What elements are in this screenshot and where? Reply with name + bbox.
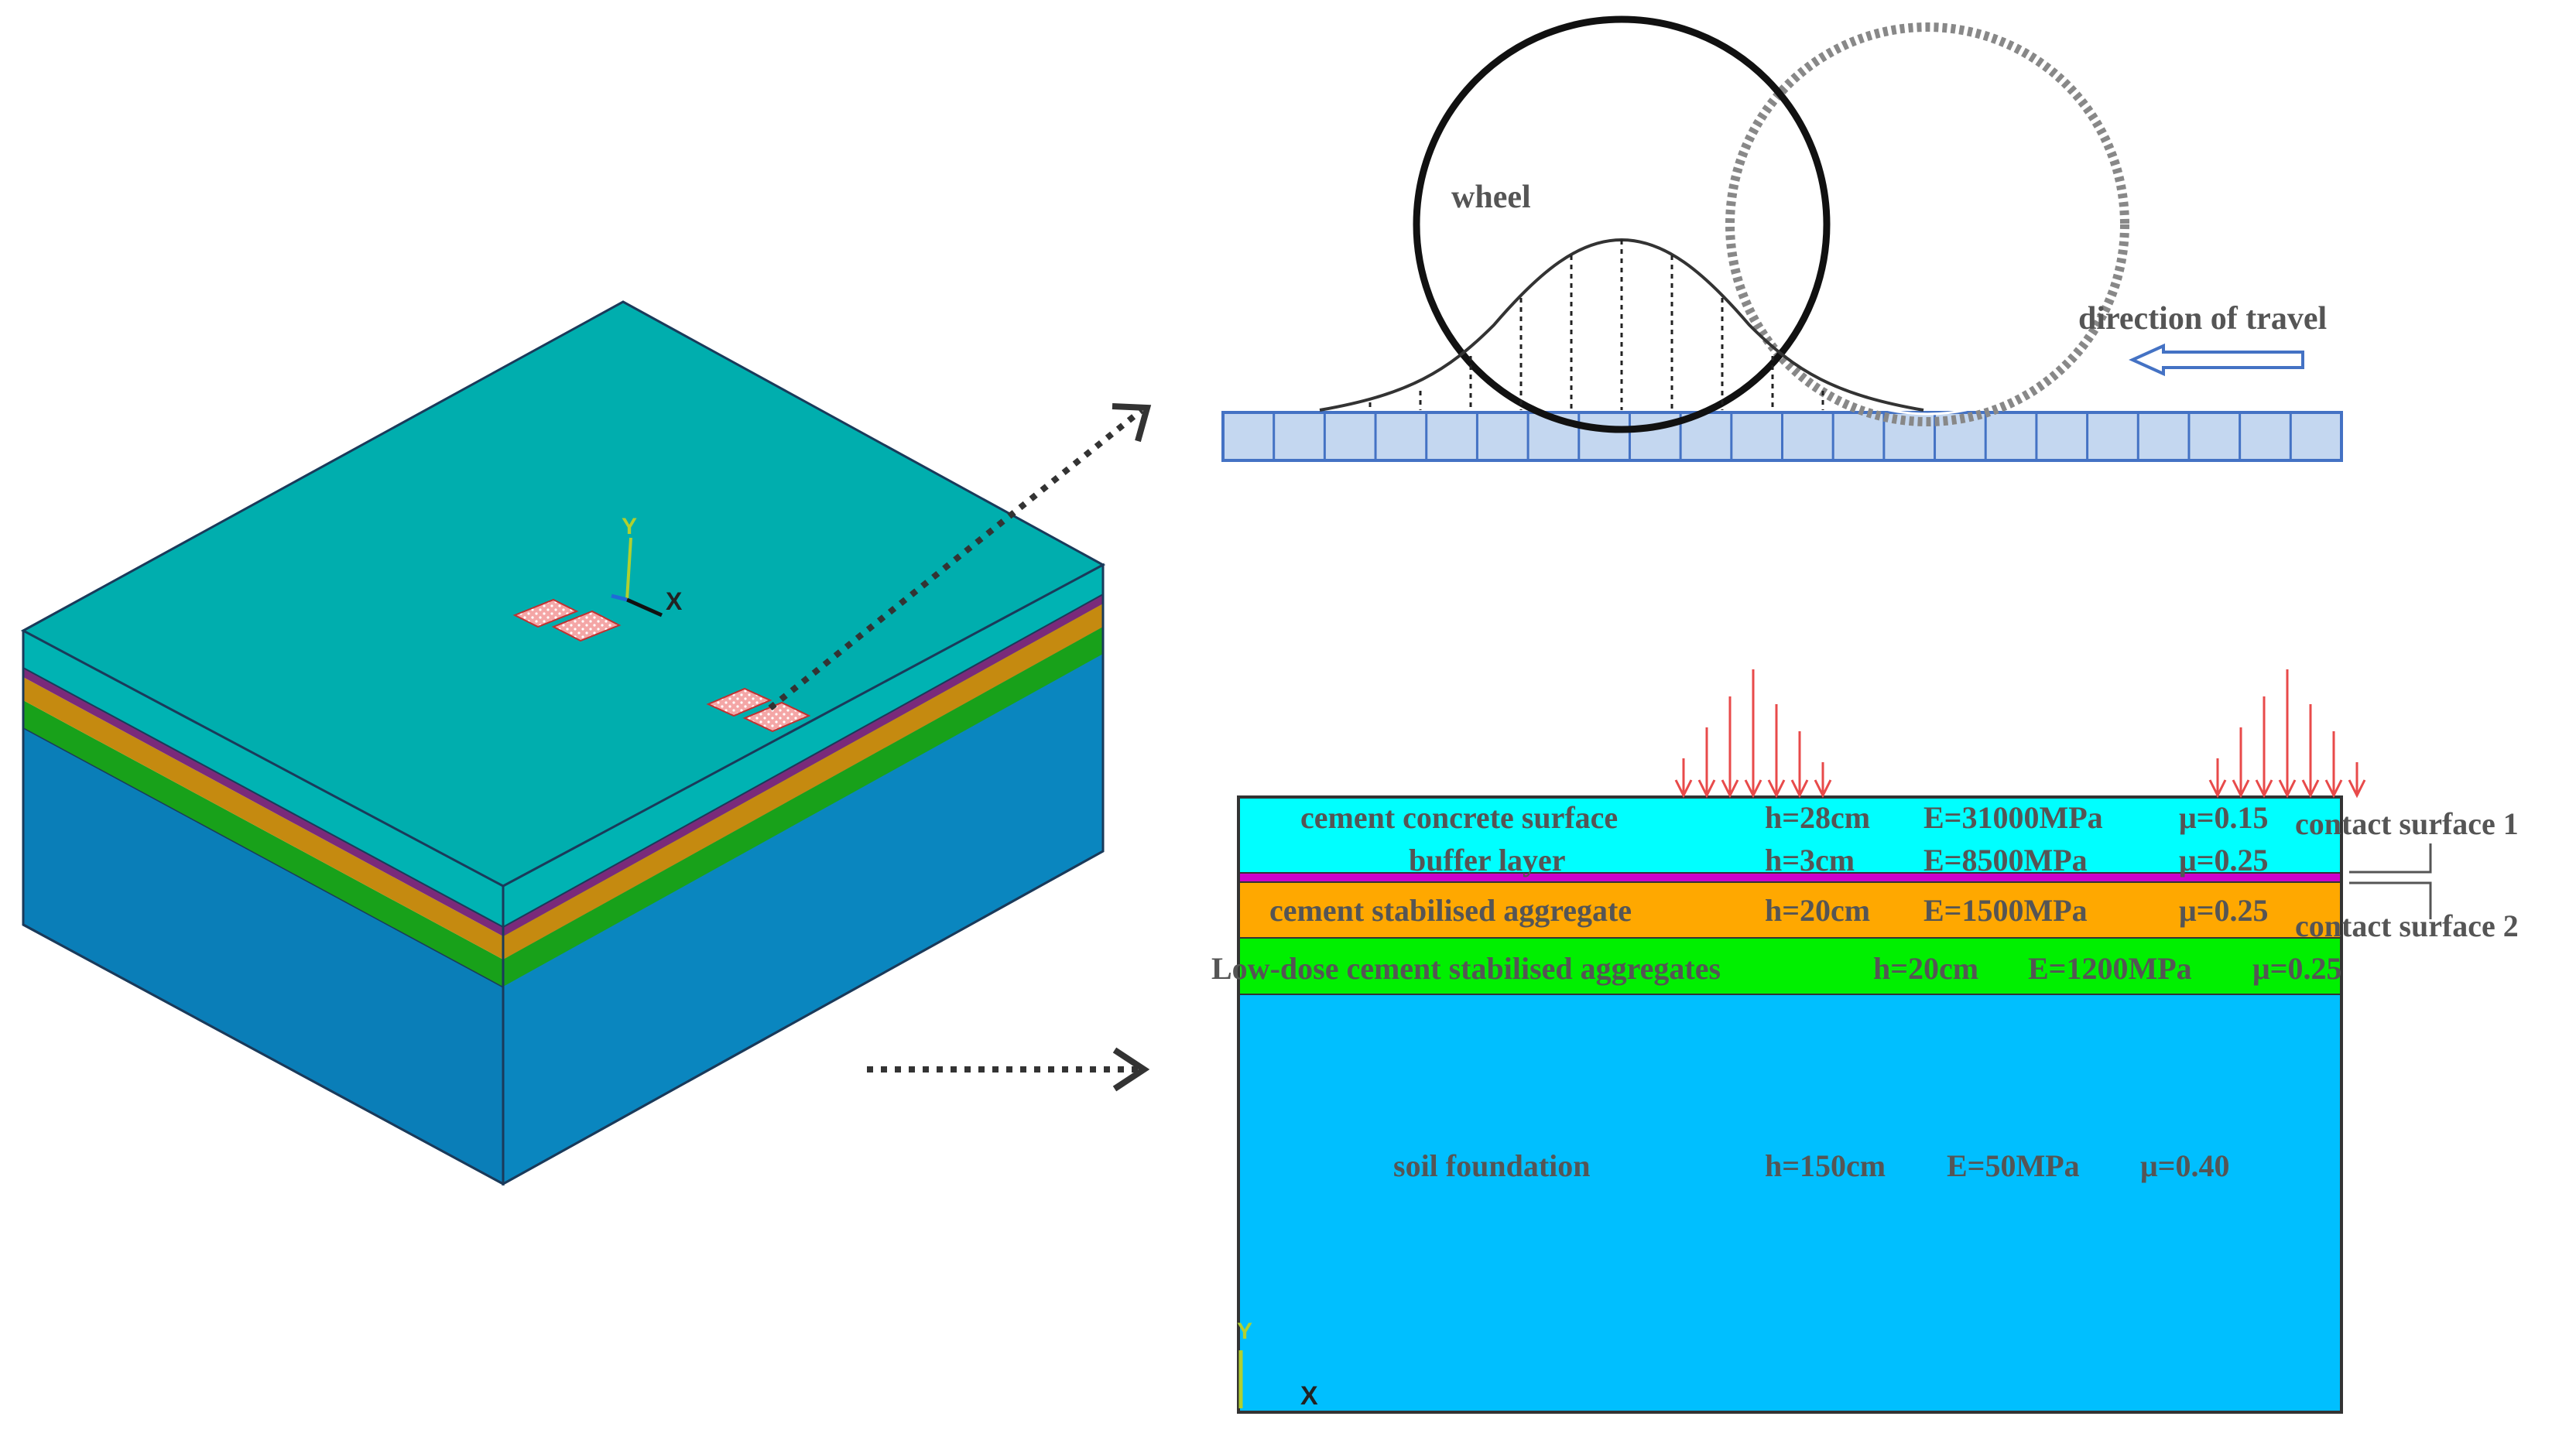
layer-label-surface: cement concrete surface h=28cm E=31000MP… xyxy=(1300,800,2268,835)
bar-cells xyxy=(1273,412,2292,460)
layer-h: h=3cm xyxy=(1765,843,1855,878)
layer-E: E=1200MPa xyxy=(2028,951,2192,986)
layer-h: h=20cm xyxy=(1765,893,1870,928)
load-arrow-head xyxy=(2232,779,2250,799)
load-arrow-head xyxy=(2278,779,2297,799)
tire-patch xyxy=(742,701,811,733)
layer-E: E=1500MPa xyxy=(1923,893,2088,928)
load-arrows-left xyxy=(1674,669,1832,799)
tire-patch xyxy=(512,598,579,628)
layer-label-soil: soil foundation h=150cm E=50MPa μ=0.40 xyxy=(1393,1148,2229,1183)
layer-surface xyxy=(1238,797,2341,873)
load-arrow-head xyxy=(1697,779,1716,799)
layer-mu: μ=0.40 xyxy=(2140,1148,2229,1183)
direction-arrow xyxy=(2129,343,2304,377)
cross-section-2d: cement concrete surface h=28cm E=31000MP… xyxy=(1211,669,2519,1414)
model-front-lowdose xyxy=(23,700,503,987)
layer-E: E=50MPa xyxy=(1947,1148,2080,1183)
wheel-label: wheel xyxy=(1451,180,1531,215)
wheel-load-diagram: wheel direction of travel xyxy=(1221,15,2343,462)
load-arrow-head xyxy=(2208,779,2227,799)
layer-label-buffer: buffer layer h=3cm E=8500MPa μ=0.25 xyxy=(1409,843,2268,878)
layer-soil xyxy=(1238,994,2341,1412)
layer-name: cement concrete surface xyxy=(1300,800,1618,835)
axis-triad-3d: Y X xyxy=(611,514,683,618)
layer-E: E=31000MPa xyxy=(1923,800,2103,835)
load-arrow-head xyxy=(2301,779,2320,799)
axis-x-label: X xyxy=(1300,1381,1318,1411)
layer-E: E=8500MPa xyxy=(1923,843,2088,878)
axis-y-label: Y xyxy=(622,514,637,539)
layer-lowdose xyxy=(1238,938,2341,994)
model-right-buffer xyxy=(503,594,1103,936)
load-arrow-head xyxy=(2348,779,2366,799)
tire-patch xyxy=(706,687,772,717)
load-arrows-right xyxy=(2208,669,2366,799)
layer-aggregate xyxy=(1238,882,2341,938)
axis-triad-2d: Y X xyxy=(1237,1319,1318,1411)
layer-h: h=20cm xyxy=(1873,951,1978,986)
contact-surface-1-label: contact surface 1 xyxy=(2295,806,2519,841)
contact-surface-1-bracket xyxy=(2349,843,2432,874)
load-arrow-head xyxy=(1744,779,1762,799)
model-right-lowdose xyxy=(503,627,1103,987)
pressure-lines xyxy=(1368,240,1824,410)
contact-surface-2-label: contact surface 2 xyxy=(2295,908,2519,943)
load-arrow-head xyxy=(1790,779,1809,799)
load-arrow-head xyxy=(1721,779,1739,799)
model-front-aggregate xyxy=(23,677,503,960)
wheel-circle xyxy=(1413,15,1831,433)
layer-label-aggregate: cement stabilised aggregate h=20cm E=150… xyxy=(1269,893,2268,928)
contact-surface-2-bracket xyxy=(2349,881,2432,919)
layer-mu: μ=0.25 xyxy=(2179,843,2268,878)
layer-h: h=150cm xyxy=(1765,1148,1886,1183)
fem-model-3d: Y X xyxy=(20,300,1106,1186)
layer-name: soil foundation xyxy=(1393,1148,1591,1183)
load-arrow-head xyxy=(1674,779,1693,799)
tire-patch xyxy=(551,610,622,642)
layer-mu: μ=0.15 xyxy=(2179,800,2268,835)
section-border xyxy=(1237,795,2343,1414)
model-right-aggregate xyxy=(503,604,1103,960)
layer-name: Low-dose cement stabilised aggregates xyxy=(1211,951,1721,986)
load-arrow-head xyxy=(2324,779,2343,799)
load-arrow-head xyxy=(2255,779,2273,799)
load-arrow-head xyxy=(1814,779,1832,799)
layer-name: buffer layer xyxy=(1409,843,1566,878)
axis-y-label: Y xyxy=(1237,1319,1252,1344)
wheel-previous-position xyxy=(1725,22,2129,426)
layer-buffer xyxy=(1238,873,2341,882)
layer-mu: μ=0.25 xyxy=(2252,951,2341,986)
layer-h: h=28cm xyxy=(1765,800,1870,835)
axis-x-label: X xyxy=(666,587,683,615)
direction-label: direction of travel xyxy=(2078,301,2327,337)
dotted-arrow-upper xyxy=(768,407,1144,711)
layer-mu: μ=0.25 xyxy=(2179,893,2268,928)
layer-label-lowdose: Low-dose cement stabilised aggregates h=… xyxy=(1211,951,2341,986)
load-arrow-head xyxy=(1767,779,1786,799)
layer-name: cement stabilised aggregate xyxy=(1269,893,1632,928)
model-front-buffer xyxy=(23,668,503,936)
